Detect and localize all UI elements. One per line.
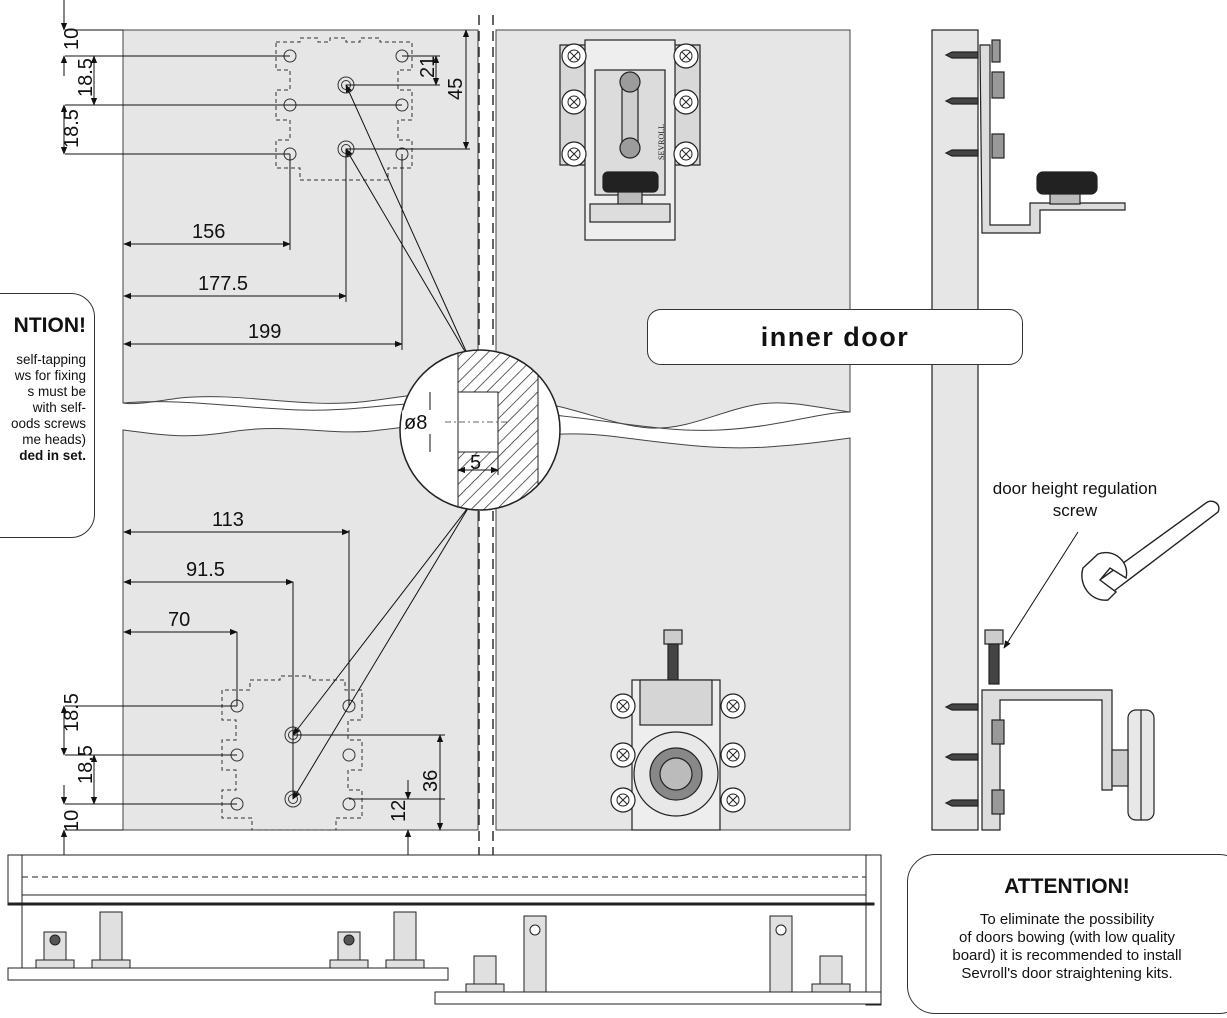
side-view bbox=[931, 29, 1155, 831]
regulation-screw-note: door height regulation screw bbox=[992, 479, 1158, 520]
hole-diameter-label: ø8 bbox=[404, 412, 427, 434]
dim-top-10: 10 bbox=[61, 28, 83, 50]
bottom-rail-view bbox=[7, 854, 882, 1006]
dim-70: 70 bbox=[168, 609, 190, 631]
bottom-dimension-lines bbox=[60, 504, 471, 855]
wrench-icon bbox=[1081, 500, 1220, 601]
dim-top-18-5-b: 18.5 bbox=[61, 109, 83, 148]
inner-door-text: inner door bbox=[760, 321, 910, 352]
attention-right-title: ATTENTION! bbox=[1004, 875, 1130, 898]
hole-depth-label: 5 bbox=[470, 452, 481, 474]
dim-177-5: 177.5 bbox=[198, 273, 248, 295]
attention-right-body: To eliminate the possibility of doors bo… bbox=[908, 911, 1227, 983]
dim-91-5: 91.5 bbox=[186, 559, 225, 581]
attention-left-body: self-tapping ws for fixing s must be wit… bbox=[0, 352, 94, 464]
top-dimension-lines bbox=[60, 0, 471, 361]
rail-carriages bbox=[35, 911, 851, 993]
attention-right-line: of doors bowing (with low quality bbox=[959, 929, 1175, 946]
attention-left-line: oods screws bbox=[10, 416, 86, 431]
bottom-roller-bracket bbox=[610, 629, 746, 831]
dim-199: 199 bbox=[248, 321, 281, 343]
attention-right-line: To eliminate the possibility bbox=[979, 911, 1155, 928]
brand-mark: SEVROLL bbox=[657, 124, 666, 160]
attention-left-line: me heads) bbox=[22, 432, 86, 447]
attention-left-bold-line: ded in set. bbox=[19, 448, 86, 463]
inner-door-label: inner door bbox=[647, 309, 1023, 365]
attention-box-right: ATTENTION! To eliminate the possibility … bbox=[907, 854, 1227, 1014]
attention-left-line: self-tapping bbox=[16, 352, 86, 367]
dim-bottom-18-5-b: 18.5 bbox=[75, 745, 97, 784]
dim-top-21: 21 bbox=[417, 56, 439, 78]
hole-detail-magnifier bbox=[399, 349, 561, 511]
top-guide-bracket bbox=[559, 39, 701, 241]
attention-left-line: with self- bbox=[32, 400, 86, 415]
attention-left-line: ws for fixing bbox=[14, 368, 86, 383]
dim-top-18-5-a: 18.5 bbox=[75, 58, 97, 97]
regulation-pointer bbox=[1003, 531, 1079, 649]
dim-top-45: 45 bbox=[445, 78, 467, 100]
dim-bottom-18-5-a: 18.5 bbox=[61, 693, 83, 732]
dim-bottom-10: 10 bbox=[61, 810, 83, 832]
dim-12: 12 bbox=[388, 800, 410, 822]
attention-left-line: s must be bbox=[27, 384, 86, 399]
dim-36: 36 bbox=[420, 770, 442, 792]
dim-113: 113 bbox=[212, 509, 244, 531]
attention-right-line: board) it is recommended to install bbox=[952, 947, 1182, 964]
attention-right-line: Sevroll's door straightening kits. bbox=[961, 965, 1173, 982]
dim-156: 156 bbox=[192, 221, 225, 243]
attention-left-title: NTION! bbox=[13, 314, 86, 337]
attention-box-left: NTION! self-tapping ws for fixing s must… bbox=[0, 293, 95, 538]
